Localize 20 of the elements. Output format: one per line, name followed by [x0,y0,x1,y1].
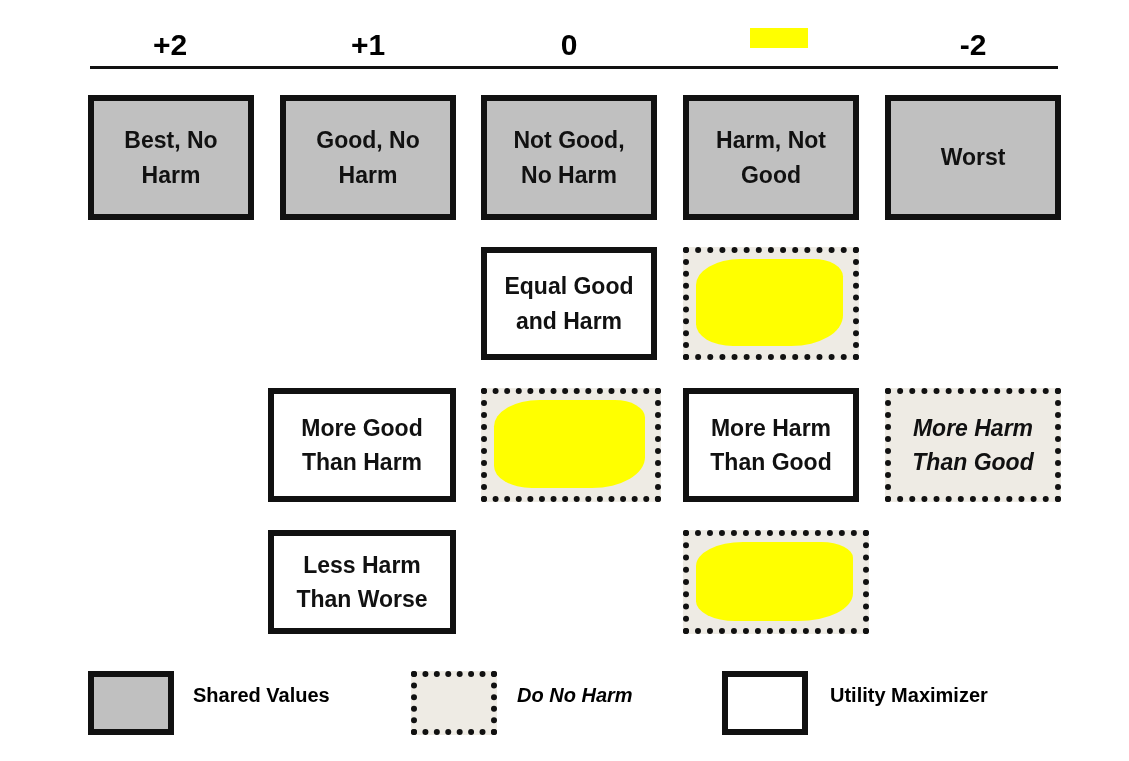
value-box: Worst [885,95,1061,220]
value-box: Harm, Not Good [683,95,859,220]
scale-value: 0 [559,28,579,62]
scale-value: +1 [349,28,387,62]
blank-box [481,388,661,502]
legend-label: Utility Maximizer [830,684,988,707]
legend-label: Shared Values [193,684,330,707]
legend-label: Do No Harm [517,684,633,707]
scale-value: -2 [958,28,988,62]
value-box: More Harm Than Good [683,388,859,502]
value-box: Not Good, No Harm [481,95,657,220]
blank-box [683,247,859,360]
blank-box [683,530,869,634]
value-box: Equal Good and Harm [481,247,657,360]
value-box: More Good Than Harm [268,388,456,502]
value-box: Good, No Harm [280,95,456,220]
value-box: Less Harm Than Worse [268,530,456,634]
scale-value: +2 [151,28,189,62]
value-box: Best, No Harm [88,95,254,220]
value-box: More Harm Than Good [885,388,1061,502]
